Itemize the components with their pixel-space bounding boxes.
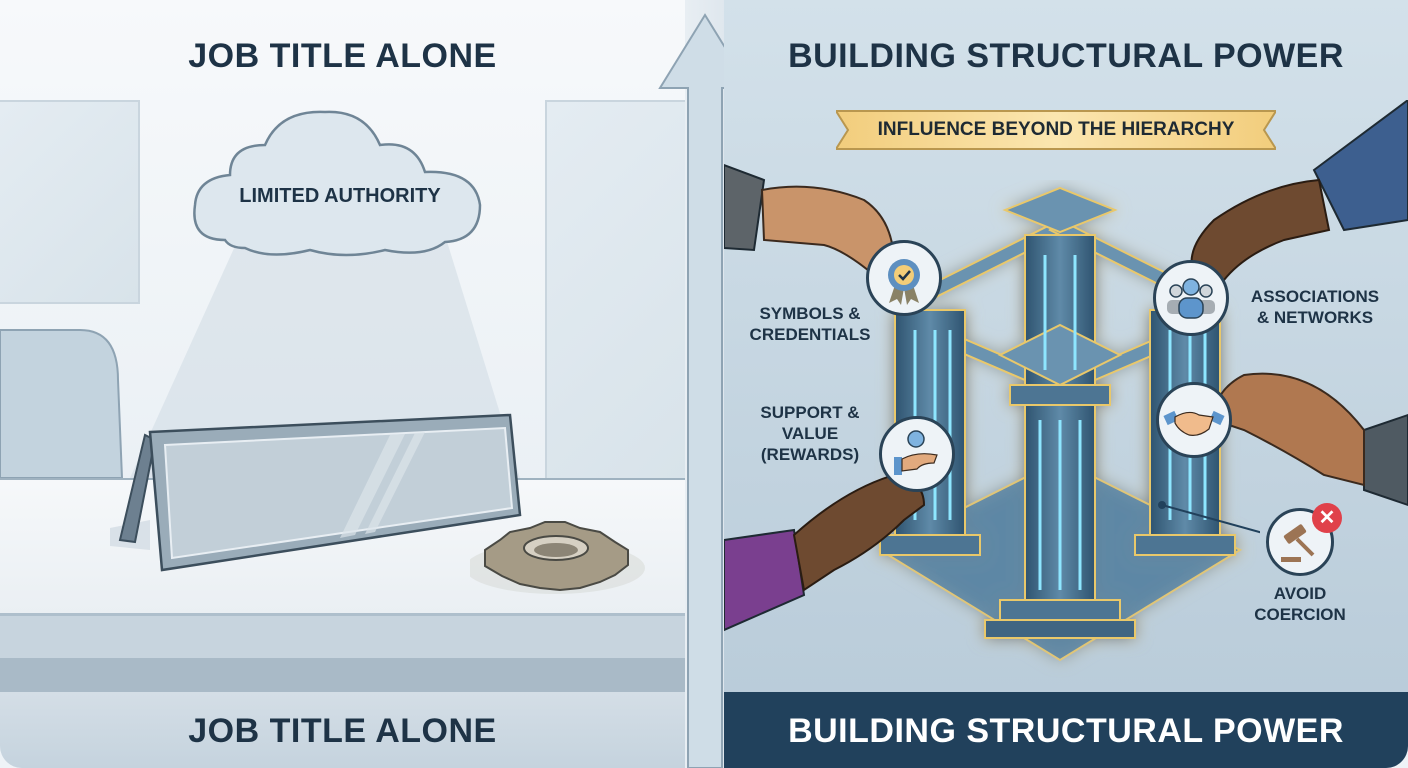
label-line: AVOID	[1273, 584, 1327, 603]
left-panel: JOB TITLE ALONE LIMITED AUTHORITY JOB TI…	[0, 0, 685, 768]
right-footer-label: BUILDING STRUCTURAL POWER	[788, 712, 1344, 750]
right-footer	[724, 692, 1408, 768]
label-line: & NETWORKS	[1256, 308, 1374, 327]
label-symbols-credentials: SYMBOLS & CREDENTIALS	[740, 303, 880, 345]
label-avoid-coercion: AVOID COERCION	[1240, 583, 1360, 625]
spotlight-beam	[0, 235, 520, 479]
left-footer	[0, 692, 685, 768]
desk-front	[0, 658, 685, 692]
label-line: COERCION	[1254, 605, 1346, 624]
ribbon-banner	[836, 110, 1276, 150]
label-line: SUPPORT &	[760, 403, 860, 422]
cloud-icon	[193, 110, 482, 257]
cloud-label: LIMITED AUTHORITY	[239, 185, 441, 207]
label-associations-networks: ASSOCIATIONS & NETWORKS	[1240, 286, 1390, 328]
hand-giving-icon	[879, 416, 955, 492]
banner-label: INFLUENCE BEYOND THE HIERARCHY	[877, 119, 1235, 140]
label-line: VALUE	[781, 424, 839, 443]
label-line: CREDENTIALS	[749, 325, 871, 344]
label-support-value: SUPPORT & VALUE (REWARDS)	[745, 402, 875, 465]
left-footer-label: JOB TITLE ALONE	[188, 712, 497, 750]
dusty-gear-icon	[470, 521, 645, 594]
left-title: JOB TITLE ALONE	[188, 37, 497, 75]
label-line: ASSOCIATIONS	[1250, 287, 1380, 306]
label-line: SYMBOLS &	[759, 304, 861, 323]
label-line: (REWARDS)	[760, 445, 860, 464]
handshake-icon	[1156, 382, 1232, 458]
hands-illustration	[724, 100, 1408, 632]
ribbon-badge-icon	[866, 240, 942, 316]
people-group-icon	[1153, 260, 1229, 336]
office-window-left	[0, 100, 140, 304]
right-title: BUILDING STRUCTURAL POWER	[788, 37, 1344, 75]
desk-edge	[0, 613, 685, 661]
x-mark-icon: ✕	[1312, 503, 1342, 533]
office-window-right	[545, 100, 685, 484]
empty-name-plate	[110, 413, 522, 572]
